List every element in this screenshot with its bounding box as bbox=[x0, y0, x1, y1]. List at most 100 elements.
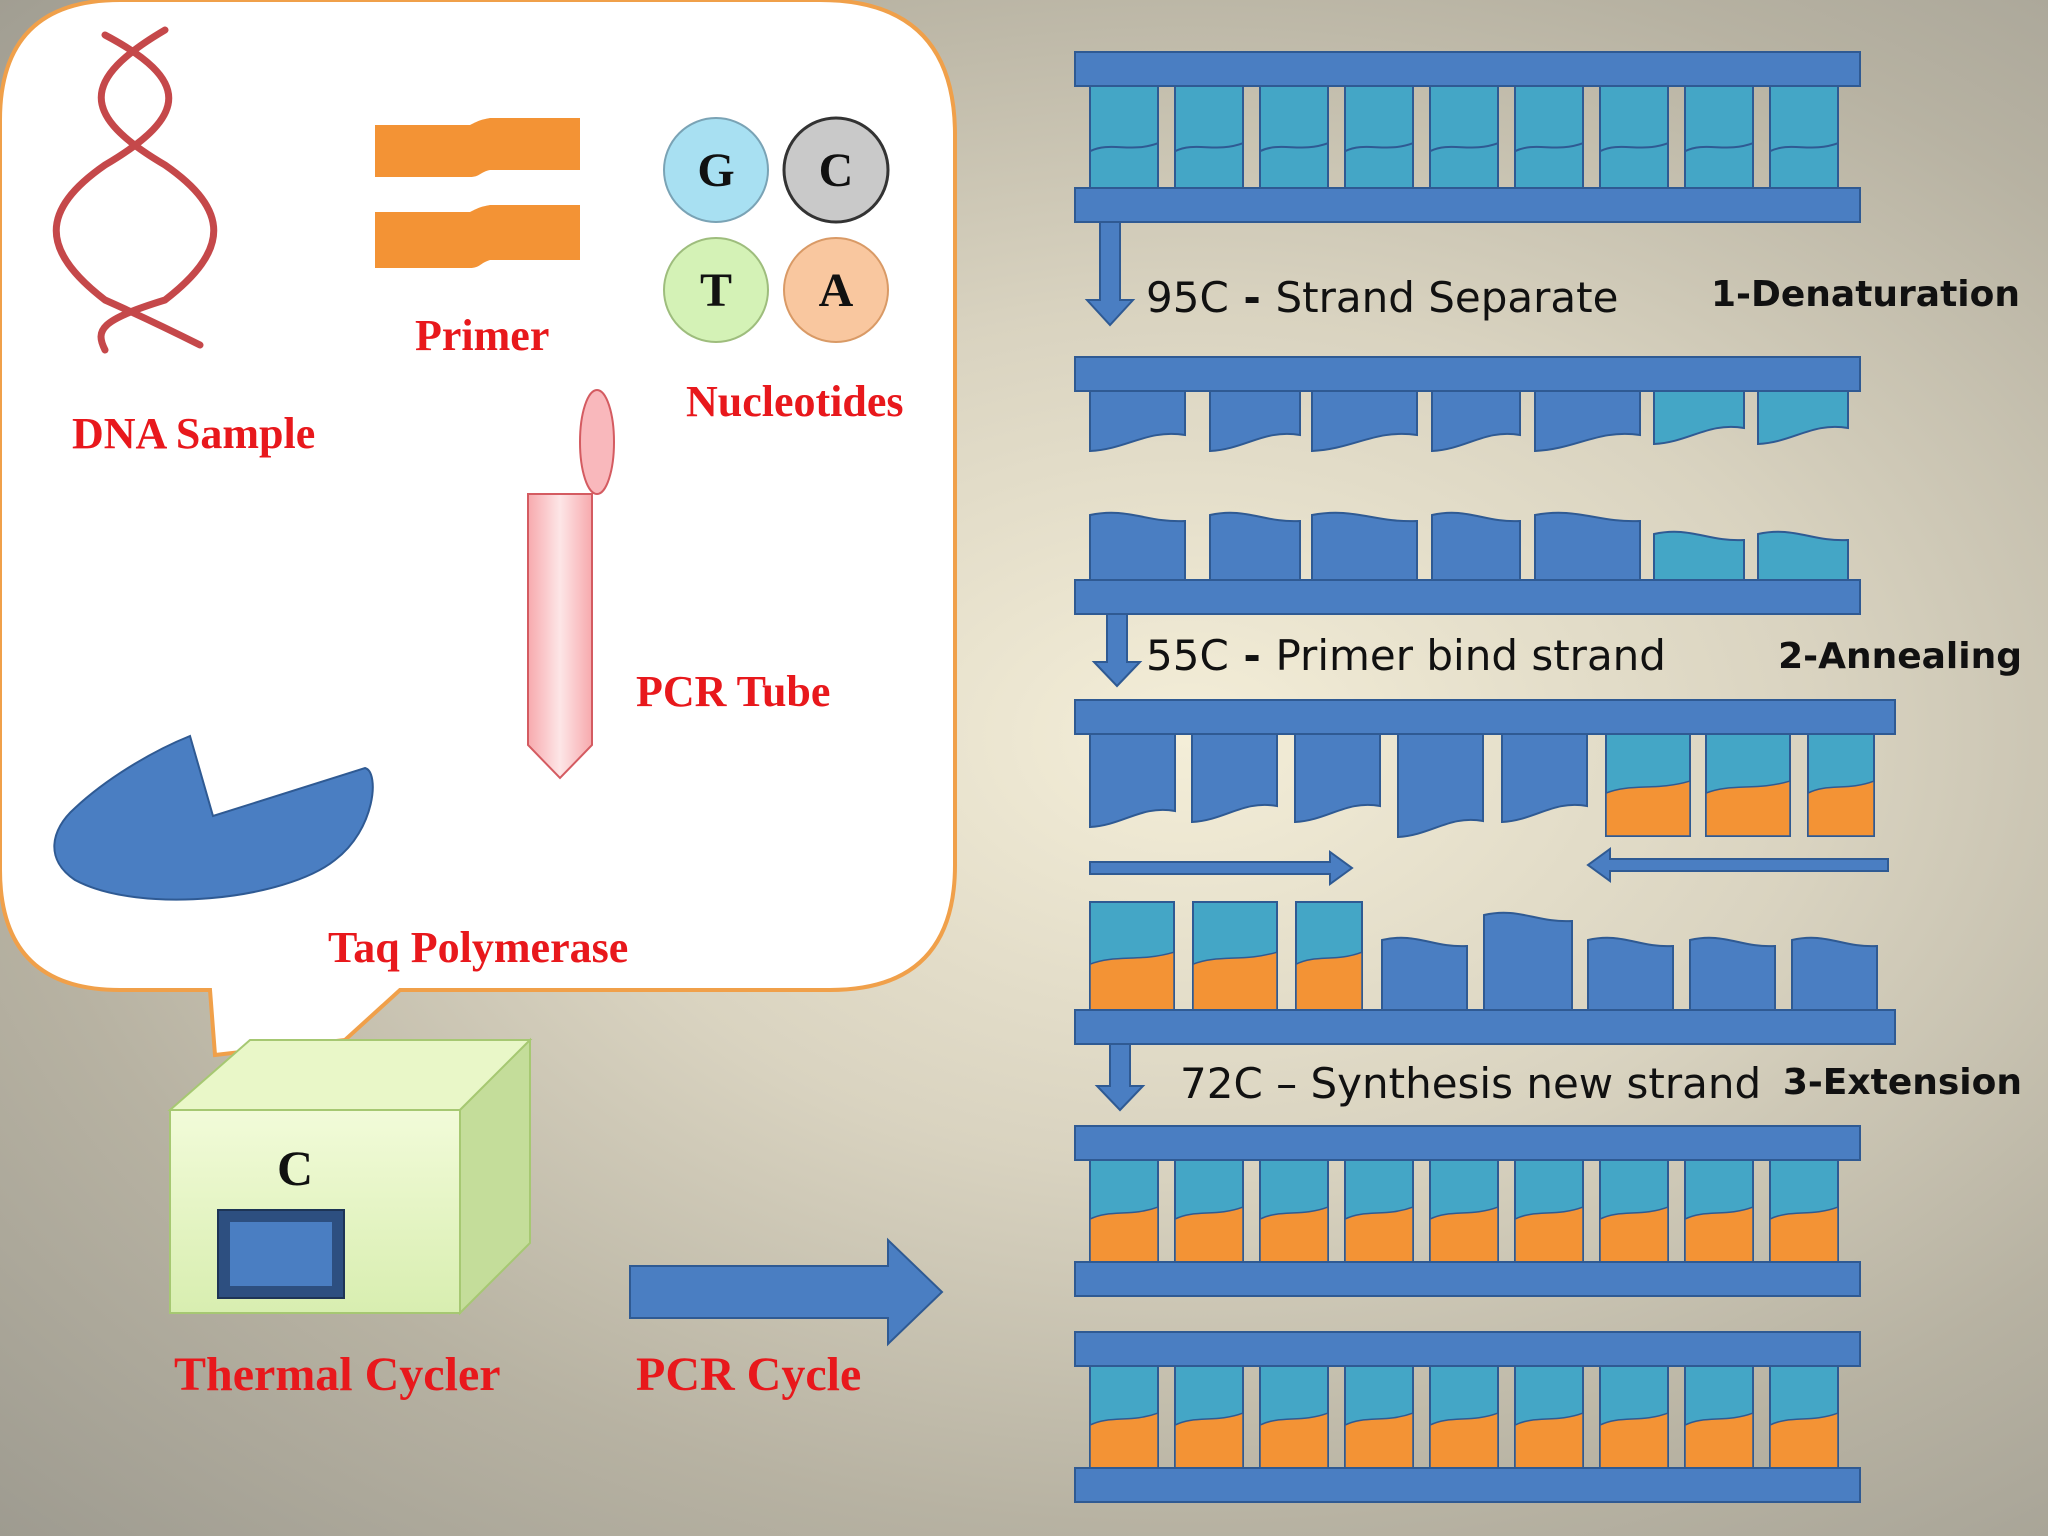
cell-body bbox=[1684, 85, 1754, 189]
strand-cell bbox=[1344, 1159, 1414, 1263]
half-strand-cell bbox=[1653, 390, 1745, 446]
strand-cell bbox=[1705, 733, 1791, 837]
cell-primer-fill bbox=[1769, 1411, 1839, 1469]
strand-cell bbox=[1514, 1365, 1584, 1469]
strand-cell bbox=[1344, 85, 1414, 189]
cell-body bbox=[1429, 85, 1499, 189]
cell-primer-fill bbox=[1089, 951, 1175, 1011]
cell-primer-fill bbox=[1192, 951, 1278, 1011]
nucleotide-a: A bbox=[783, 237, 889, 343]
cell-wave bbox=[1089, 142, 1159, 153]
nucleotide-letter: G bbox=[697, 144, 734, 197]
strand-cell bbox=[1605, 733, 1691, 837]
half-strand-cell bbox=[1431, 390, 1521, 453]
taq-polymerase-icon bbox=[53, 734, 374, 901]
half-strand-cell bbox=[1501, 733, 1588, 824]
stage-2-label: 2-Annealing bbox=[1778, 636, 2022, 677]
strand-cell bbox=[1684, 1365, 1754, 1469]
cell-primer-fill bbox=[1344, 1411, 1414, 1469]
cell-primer-fill bbox=[1514, 1411, 1584, 1469]
cell-primer-fill bbox=[1429, 1411, 1499, 1469]
taq-polymerase-label: Taq Polymerase bbox=[328, 923, 628, 972]
strand-cell bbox=[1174, 1365, 1244, 1469]
strand-cell bbox=[1174, 1159, 1244, 1263]
nucleotide-circle bbox=[663, 237, 769, 343]
step-2-text: 55C - Primer bind strand bbox=[1146, 631, 1666, 680]
half-strand-cell bbox=[1757, 390, 1849, 446]
nucleotide-t: T bbox=[663, 237, 769, 343]
step-arrow-icon bbox=[1084, 221, 1136, 327]
half-strand-cell bbox=[1431, 511, 1521, 581]
half-strand-cell bbox=[1191, 733, 1278, 824]
cell-wave bbox=[1344, 142, 1414, 153]
cell-primer-fill bbox=[1295, 951, 1363, 1011]
half-strand-cell bbox=[1689, 936, 1776, 1011]
strand-cell bbox=[1089, 1159, 1159, 1263]
strand-cell bbox=[1259, 85, 1329, 189]
nucleotides-group: G C T A bbox=[663, 116, 890, 343]
step-3-sep: – bbox=[1263, 1059, 1311, 1108]
strand-cell bbox=[1684, 1159, 1754, 1263]
cell-primer-fill bbox=[1259, 1205, 1329, 1263]
strand-cell bbox=[1429, 1159, 1499, 1263]
cell-body bbox=[1769, 85, 1839, 189]
strand-cell bbox=[1174, 85, 1244, 189]
strand-block-extended-2 bbox=[1074, 1331, 1861, 1503]
primer-label: Primer bbox=[415, 311, 549, 360]
strand-cell bbox=[1429, 85, 1499, 189]
half-strand-cell bbox=[1381, 936, 1468, 1011]
cell-body bbox=[1089, 85, 1159, 189]
half-strand-cell bbox=[1534, 511, 1641, 581]
cell-primer-fill bbox=[1599, 1205, 1669, 1263]
half-strand-cell bbox=[1294, 733, 1381, 824]
half-strand-cell bbox=[1587, 936, 1674, 1011]
step-3-desc: Synthesis new strand bbox=[1310, 1059, 1761, 1108]
strand-cell bbox=[1684, 85, 1754, 189]
step-1-text: 95C - Strand Separate bbox=[1146, 273, 1618, 322]
nucleotide-circle bbox=[783, 237, 889, 343]
cell-wave bbox=[1174, 142, 1244, 153]
cell-primer-fill bbox=[1705, 780, 1791, 837]
strand-cell bbox=[1259, 1159, 1329, 1263]
nucleotide-c: C bbox=[782, 116, 890, 224]
nucleotides-label: Nucleotides bbox=[686, 377, 904, 426]
strand-cell bbox=[1514, 85, 1584, 189]
strand-cell bbox=[1192, 901, 1278, 1011]
dna-sample-label: DNA Sample bbox=[72, 409, 315, 458]
strand-block-initial bbox=[1074, 51, 1861, 223]
thermal-cycler-label: Thermal Cycler bbox=[174, 1348, 501, 1401]
strand-cell bbox=[1089, 1365, 1159, 1469]
strand-cell bbox=[1599, 1365, 1669, 1469]
strand-cell bbox=[1599, 85, 1669, 189]
cell-primer-fill bbox=[1429, 1205, 1499, 1263]
half-strand-cell bbox=[1757, 530, 1849, 581]
dna-helix-icon bbox=[52, 26, 218, 354]
stage-3-label: 3-Extension bbox=[1783, 1062, 2022, 1103]
half-strand-cell bbox=[1653, 530, 1745, 581]
strand-cell bbox=[1514, 1159, 1584, 1263]
cell-primer-fill bbox=[1514, 1205, 1584, 1263]
half-strand-cell bbox=[1534, 390, 1641, 453]
stage-1-label: 1-Denaturation bbox=[1711, 274, 2020, 315]
cell-wave bbox=[1769, 142, 1839, 153]
cell-body bbox=[1259, 85, 1329, 189]
cycler-display-char: C bbox=[277, 1140, 313, 1196]
half-strand-cell bbox=[1209, 390, 1301, 453]
half-strand-cell bbox=[1209, 511, 1301, 581]
step-3-text: 72C – Synthesis new strand bbox=[1180, 1059, 1761, 1108]
strand-cell bbox=[1089, 901, 1175, 1011]
cell-primer-fill bbox=[1684, 1411, 1754, 1469]
strand-cell bbox=[1769, 1159, 1839, 1263]
step-arrow-icon bbox=[1091, 613, 1143, 688]
step-2-temp: 55C bbox=[1146, 631, 1229, 680]
step-3-temp: 72C bbox=[1180, 1059, 1263, 1108]
pcr-cycle-label: PCR Cycle bbox=[636, 1348, 861, 1401]
cell-wave bbox=[1684, 142, 1754, 153]
cell-primer-fill bbox=[1344, 1205, 1414, 1263]
strand-cell bbox=[1599, 1159, 1669, 1263]
cell-body bbox=[1174, 85, 1244, 189]
cell-primer-fill bbox=[1605, 780, 1691, 837]
cell-body bbox=[1514, 85, 1584, 189]
